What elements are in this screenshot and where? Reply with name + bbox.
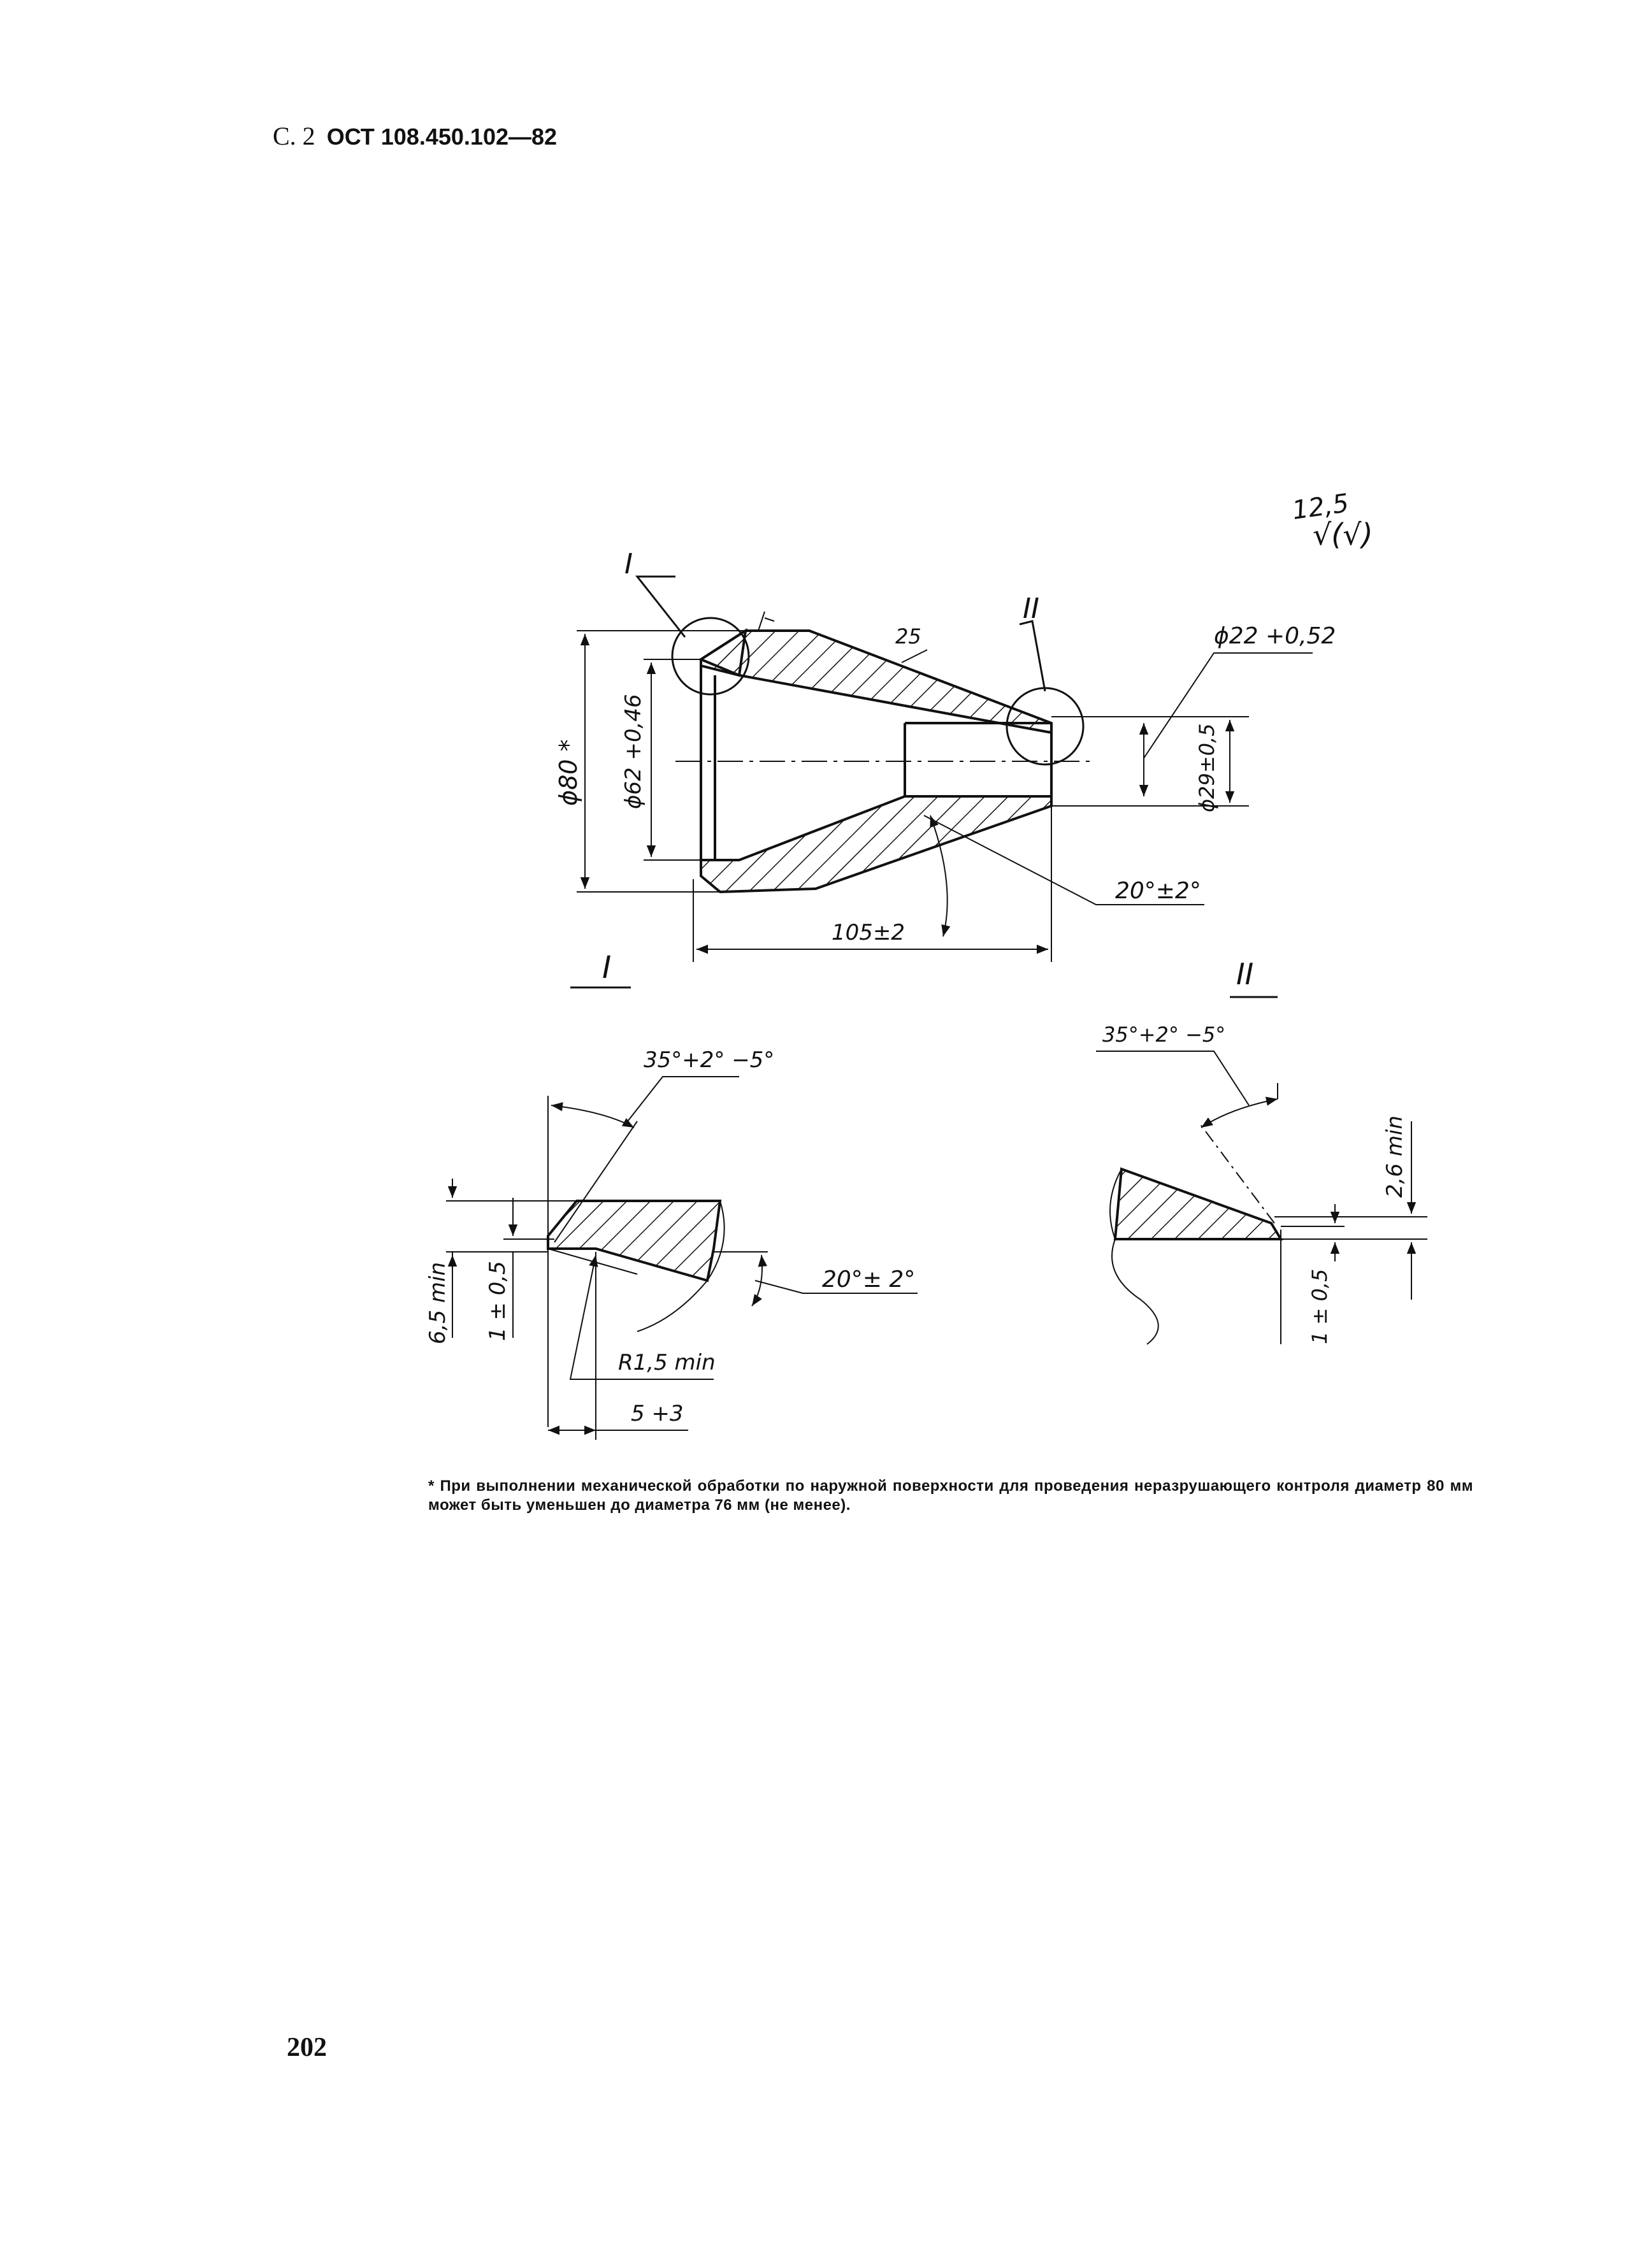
- detail-II-dim-1: 1 ± 0,5: [1308, 1269, 1332, 1344]
- detail-II-angle-arc: [1201, 1096, 1278, 1128]
- dia-22-label: ϕ22 +0,52: [1214, 623, 1336, 649]
- dia-80-label: ϕ80 *: [554, 740, 582, 807]
- detail-I-angle-20: 20°± 2°: [822, 1267, 915, 1293]
- detail-II-leader: [1019, 620, 1046, 692]
- surface-mark-icon: [758, 611, 775, 631]
- angle-label: 20°±2°: [1115, 878, 1201, 904]
- upper-chamfer: [700, 628, 747, 677]
- detail-I-angle-arc: [551, 1102, 635, 1128]
- detail-I-leader: [635, 575, 686, 638]
- dim-22-leader: [1143, 652, 1313, 759]
- detail-I-dim-1: 1 ± 0,5: [485, 1261, 510, 1341]
- dia-62-label: ϕ62 +0,46: [621, 694, 646, 809]
- length-label: 105±2: [832, 920, 905, 945]
- main-view-labels: I II ϕ80 * ϕ62 +0,46 ϕ22 +0,52 ϕ29±0,5 1…: [554, 548, 1336, 945]
- detail-I-dim-65: 6,5 min: [425, 1262, 451, 1344]
- detail-I-marker: I: [624, 548, 633, 580]
- detail-II-labels: II 35°+2° −5° 2,6 min 1 ± 0,5: [1102, 957, 1408, 1344]
- standard-code: ОСТ 108.450.102—82: [326, 124, 558, 150]
- angle-20-arc: [930, 815, 951, 937]
- roughness-25-label: 25: [895, 624, 921, 649]
- detail-I-20-arc: [751, 1254, 767, 1307]
- detail-I-title: I: [602, 950, 611, 986]
- page-header: С. 2 ОСТ 108.450.102—82: [273, 121, 557, 151]
- detail-I-radius: R1,5 min: [618, 1350, 716, 1375]
- angle-20-leader: [923, 815, 1204, 905]
- roughness-check-icon: √(√): [1313, 517, 1373, 552]
- page-label: С. 2: [273, 122, 315, 150]
- detail-II-angle-35: 35°+2° −5°: [1102, 1023, 1225, 1047]
- footnote: * При выполнении механической обработки …: [428, 1477, 1473, 1514]
- detail-II-section: [1113, 1167, 1283, 1240]
- detail-II-break: [1109, 1168, 1159, 1345]
- detail-I-dim-5: 5 +3: [631, 1401, 684, 1426]
- page-number: 202: [287, 2033, 327, 2062]
- detail-I-angle-35: 35°+2° −5°: [644, 1047, 774, 1073]
- detail-II-view: [1096, 1051, 1427, 1345]
- roughness-symbol: 12,5 √(√): [1290, 489, 1373, 552]
- upper-section: [698, 629, 1053, 735]
- detail-II-angle-leader: [1096, 1051, 1250, 1106]
- detail-I-20-leader: [754, 1280, 918, 1294]
- roughness-25-leader: [901, 649, 928, 663]
- detail-II-marker: II: [1023, 592, 1039, 625]
- detail-I-circle: [671, 617, 750, 696]
- detail-II-chamfer-line: [1197, 1121, 1275, 1224]
- main-view: [577, 575, 1313, 962]
- dia-29-label: ϕ29±0,5: [1195, 723, 1219, 812]
- detail-I-break: [637, 1200, 725, 1332]
- detail-II-title: II: [1236, 957, 1253, 991]
- detail-I-labels: I 35°+2° −5° 6,5 min 1 ± 0,5 20°± 2° R1,…: [425, 950, 915, 1426]
- detail-II-dim-26: 2,6 min: [1382, 1116, 1408, 1198]
- detail-I-section: [547, 1200, 722, 1282]
- detail-I-chamfer-line: [554, 1121, 638, 1243]
- detail-I-angle-leader: [627, 1076, 739, 1122]
- detail-I-radius-leader: [569, 1254, 714, 1380]
- lower-section: [700, 795, 1053, 894]
- detail-I-view: [446, 1076, 918, 1440]
